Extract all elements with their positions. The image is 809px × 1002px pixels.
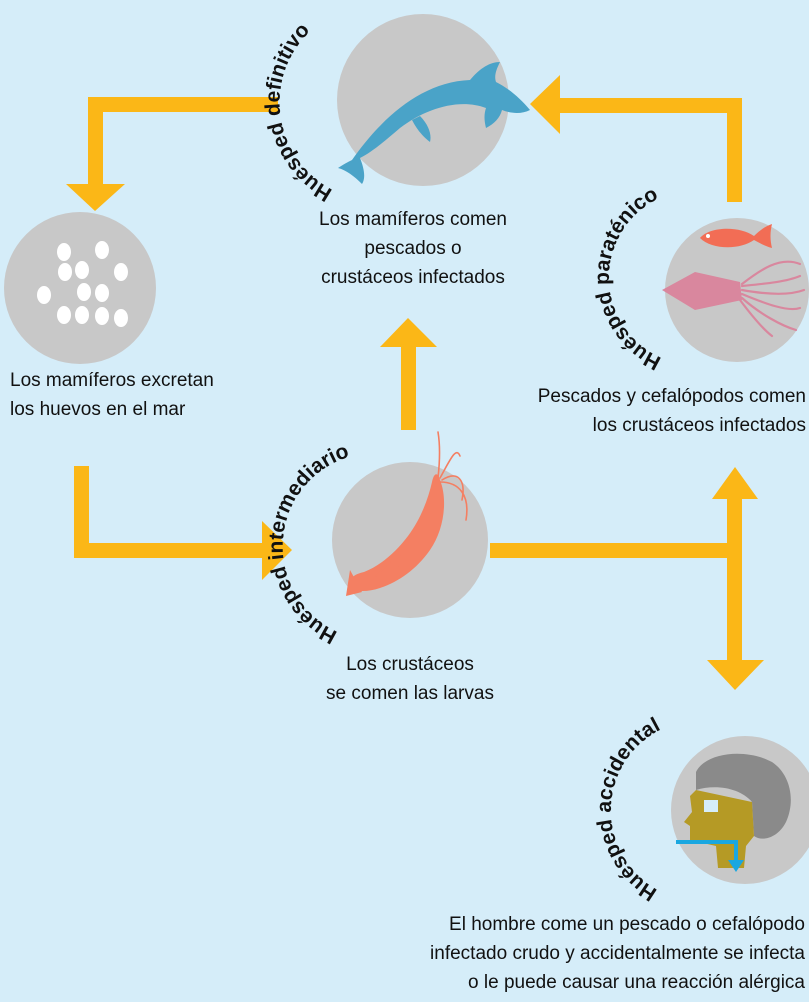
caption-line: crustáceos infectados <box>321 267 505 288</box>
shrimp-icon <box>346 431 468 596</box>
caption-line: Pescados y cefalópodos comen <box>537 386 806 407</box>
human-head-icon <box>676 753 791 872</box>
arrow-to-definitive-from-paratenic <box>530 75 742 202</box>
paratenic-host-caption: Pescados y cefalópodos comen los crustác… <box>498 382 806 440</box>
eggs-caption: Los mamíferos excretan los huevos en el … <box>0 366 250 424</box>
caption-line: Los mamíferos excretan <box>10 370 214 391</box>
fish-icon <box>700 224 772 248</box>
paratenic-host-label: Huésped paraténico <box>591 182 664 374</box>
arrow-to-eggs <box>66 97 278 211</box>
eggs-icon <box>37 241 128 327</box>
caption-line: los huevos en el mar <box>10 399 186 420</box>
arrow-to-definitive-from-intermediate <box>380 318 437 430</box>
caption-line: los crustáceos infectados <box>592 415 806 436</box>
dolphin-icon <box>338 62 530 184</box>
caption-line: o le puede causar una reacción alérgica <box>468 972 805 993</box>
definitive-host-caption: Los mamíferos comen pescados o crustáceo… <box>293 205 533 292</box>
caption-line: pescados o <box>364 238 462 259</box>
caption-line: El hombre come un pescado o cefalópodo <box>449 914 805 935</box>
accidental-host-label: Huésped accidental <box>593 713 664 905</box>
caption-line: se comen las larvas <box>326 683 494 704</box>
caption-line: Los mamíferos comen <box>319 209 507 230</box>
caption-line: infectado crudo y accidentalmente se inf… <box>430 943 805 964</box>
squid-icon <box>662 260 806 338</box>
accidental-host-caption: El hombre come un pescado o cefalópodo i… <box>395 910 805 997</box>
arrow-to-intermediate <box>74 466 292 580</box>
caption-line: Los crustáceos <box>346 654 474 675</box>
arrow-from-intermediate-branch <box>490 467 764 690</box>
intermediate-host-caption: Los crustáceos se comen las larvas <box>300 650 520 708</box>
cycle-arrows <box>66 75 764 690</box>
host-circles <box>4 14 809 884</box>
definitive-host-label: Huésped definitivo <box>261 18 335 205</box>
